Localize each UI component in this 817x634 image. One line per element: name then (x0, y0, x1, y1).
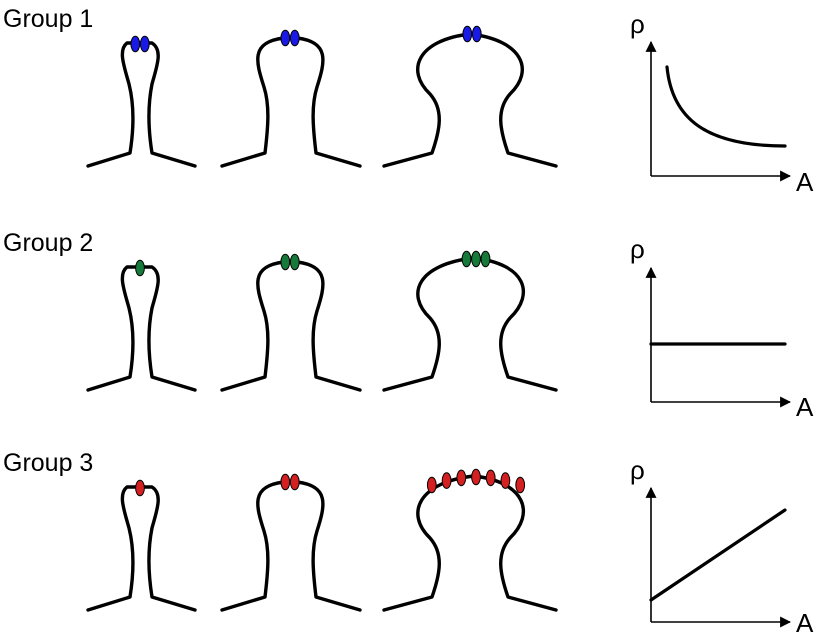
receptor-ellipse (280, 253, 291, 271)
receptor-ellipse (130, 35, 141, 53)
receptor-ellipse (289, 253, 300, 271)
receptor-ellipse (471, 468, 481, 486)
receptor-cluster (280, 29, 300, 47)
receptor-ellipse (471, 25, 482, 43)
group-label-3: Group 3 (3, 449, 93, 477)
receptor-cluster (135, 479, 145, 497)
group-label-1: Group 1 (3, 5, 93, 33)
receptor-ellipse (135, 259, 145, 277)
receptor-ellipse (139, 35, 150, 53)
trend-curve-increasing (649, 508, 787, 602)
trend-curve-decreasing (665, 65, 787, 148)
graph-group-1: ρ A (630, 9, 814, 197)
receptor-ellipse (280, 29, 291, 47)
receptor-ellipse (456, 469, 467, 487)
graph-group-2: ρ A (630, 234, 814, 422)
spine-large-group-3 (382, 468, 558, 612)
receptor-ellipse (485, 469, 496, 487)
receptor-ellipse (135, 479, 145, 497)
x-axis-label: A (796, 392, 814, 422)
receptor-ellipse (500, 472, 511, 489)
spine-large-group-1 (382, 25, 558, 168)
graph-group-3: ρ A (630, 455, 814, 634)
x-axis-label: A (796, 608, 814, 634)
spine-medium-group-3 (220, 473, 362, 612)
receptor-cluster (462, 25, 482, 43)
receptor-cluster (280, 253, 300, 271)
spine-small-group-2 (86, 259, 197, 392)
spine-medium-group-2 (220, 253, 362, 392)
x-axis-label: A (796, 167, 814, 197)
receptor-cluster (280, 473, 300, 491)
group-label-2: Group 2 (3, 229, 93, 257)
spine-small-group-1 (86, 35, 197, 168)
spine-small-group-3 (86, 479, 197, 612)
group-row-2: Group 2 ρ A (3, 229, 814, 422)
spine-large-group-2 (382, 250, 558, 392)
spine-medium-group-1 (220, 29, 362, 168)
receptor-cluster (461, 250, 491, 268)
receptor-ellipse (280, 473, 291, 491)
receptor-ellipse (471, 250, 481, 268)
receptor-ellipse (289, 473, 300, 491)
group-row-3: Group 3 ρ A (3, 449, 814, 634)
receptor-ellipse (462, 25, 473, 43)
receptor-cluster (130, 35, 150, 53)
receptor-ellipse (461, 250, 472, 268)
receptor-cluster (426, 468, 526, 494)
receptor-ellipse (441, 472, 452, 489)
receptor-ellipse (515, 476, 526, 494)
receptor-ellipse (289, 29, 300, 47)
receptor-cluster (135, 259, 145, 277)
receptor-ellipse (426, 476, 437, 494)
receptor-ellipse (480, 250, 491, 268)
group-row-1: Group 1 ρ A (3, 5, 814, 197)
y-axis-label: ρ (630, 9, 645, 39)
y-axis-label: ρ (630, 234, 645, 264)
y-axis-label: ρ (630, 455, 645, 485)
